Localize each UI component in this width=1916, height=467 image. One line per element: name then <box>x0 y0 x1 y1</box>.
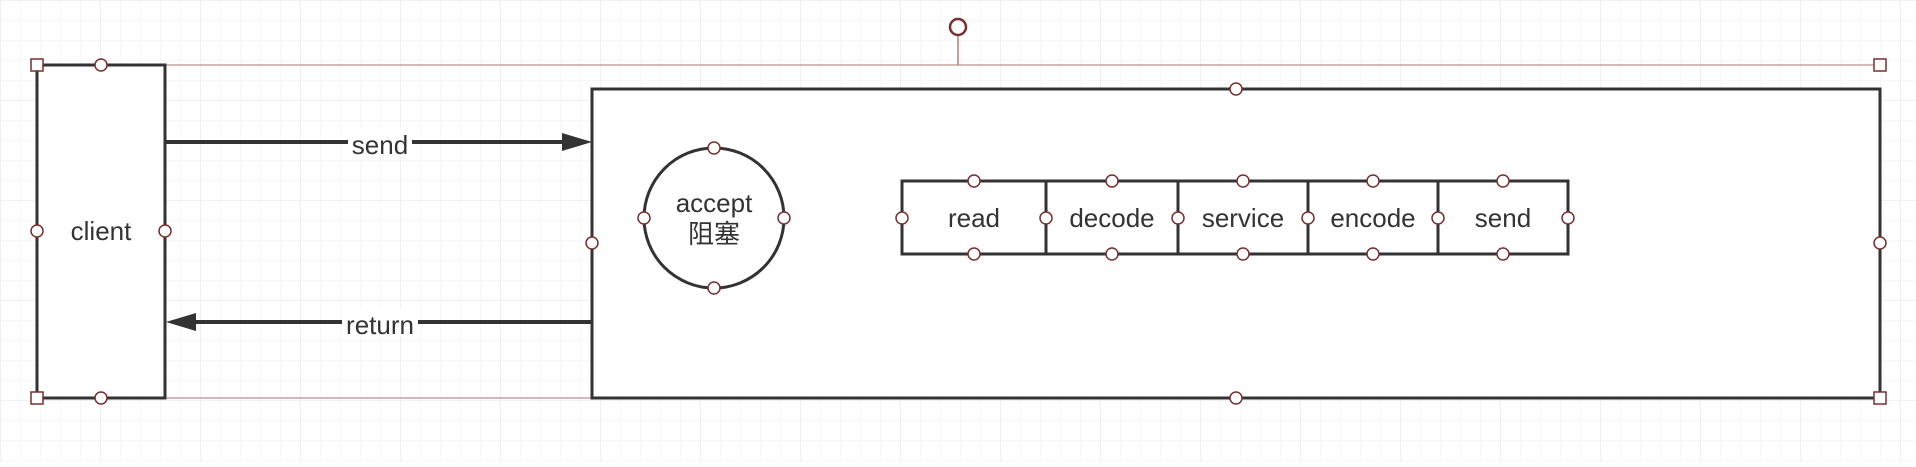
connection-point[interactable] <box>1366 174 1380 188</box>
client-node[interactable]: client <box>35 63 167 400</box>
step-send-label: send <box>1475 203 1531 233</box>
connection-point[interactable] <box>1236 174 1250 188</box>
connection-point[interactable] <box>1366 247 1380 261</box>
connection-point[interactable] <box>1105 174 1119 188</box>
connection-point[interactable] <box>637 211 651 225</box>
connection-point[interactable] <box>1496 174 1510 188</box>
connection-point[interactable] <box>1229 82 1243 96</box>
connection-point[interactable] <box>707 281 721 295</box>
step-service-label: service <box>1202 203 1284 233</box>
connection-point[interactable] <box>1171 211 1185 225</box>
accept-node[interactable]: accept 阻塞 <box>642 146 786 290</box>
connection-point[interactable] <box>1229 391 1243 405</box>
connection-point[interactable] <box>1301 211 1315 225</box>
connection-point[interactable] <box>585 236 599 250</box>
send-arrow-label: send <box>352 130 408 160</box>
client-label: client <box>71 216 132 246</box>
connection-point[interactable] <box>94 58 108 72</box>
resize-handle-bottom-right[interactable] <box>1873 391 1887 405</box>
connection-point[interactable] <box>1236 247 1250 261</box>
step-send[interactable]: send <box>1436 179 1570 256</box>
return-arrow[interactable]: return <box>166 308 592 340</box>
connection-point[interactable] <box>1561 211 1575 225</box>
connection-point[interactable] <box>777 211 791 225</box>
pipeline: read decode service encode send <box>900 179 1570 256</box>
connection-point[interactable] <box>895 211 909 225</box>
connection-point[interactable] <box>1105 247 1119 261</box>
connection-point[interactable] <box>707 141 721 155</box>
connection-point[interactable] <box>967 247 981 261</box>
step-encode[interactable]: encode <box>1306 179 1440 256</box>
resize-handle-bottom-left[interactable] <box>30 391 44 405</box>
step-read[interactable]: read <box>900 179 1048 256</box>
send-arrow[interactable]: send <box>166 128 592 160</box>
connection-point[interactable] <box>158 224 172 238</box>
step-decode[interactable]: decode <box>1044 179 1180 256</box>
accept-blocking-label: 阻塞 <box>688 219 740 249</box>
step-service[interactable]: service <box>1176 179 1310 256</box>
accept-label: accept <box>676 188 753 218</box>
connection-point[interactable] <box>1039 211 1053 225</box>
resize-handle-top-right[interactable] <box>1873 58 1887 72</box>
connection-point[interactable] <box>1873 236 1887 250</box>
resize-handle-top-left[interactable] <box>30 58 44 72</box>
connection-point[interactable] <box>94 391 108 405</box>
connection-point[interactable] <box>967 174 981 188</box>
rotate-handle[interactable] <box>948 17 968 37</box>
step-decode-label: decode <box>1069 203 1154 233</box>
step-read-label: read <box>948 203 1000 233</box>
return-arrow-label: return <box>346 310 414 340</box>
connection-point[interactable] <box>30 224 44 238</box>
connection-point[interactable] <box>1431 211 1445 225</box>
selection-handles[interactable] <box>30 17 1887 405</box>
connection-point[interactable] <box>1496 247 1510 261</box>
step-encode-label: encode <box>1330 203 1415 233</box>
